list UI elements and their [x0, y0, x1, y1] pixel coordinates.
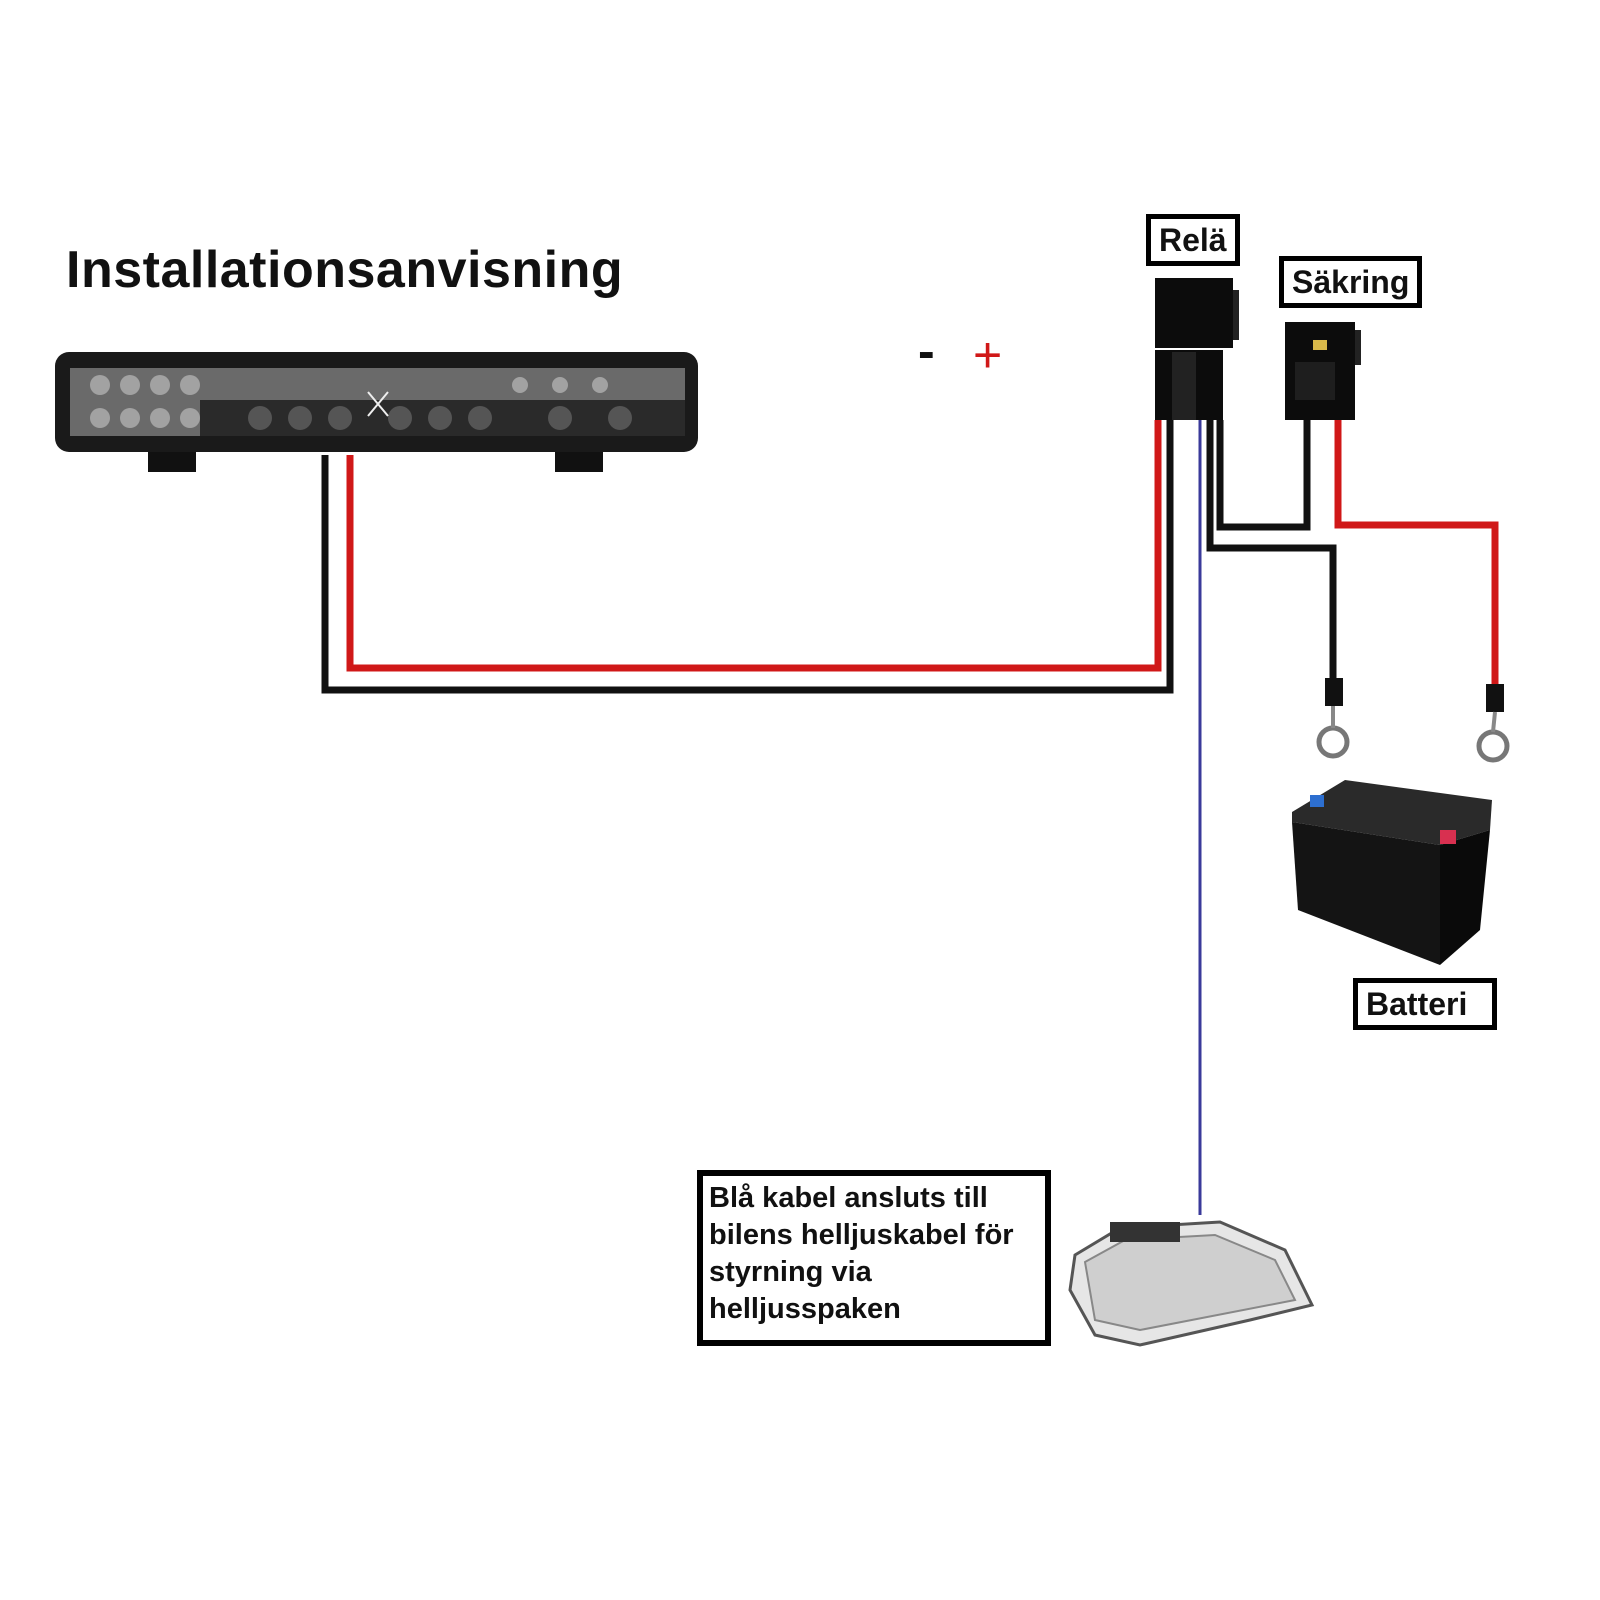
- battery-label: Batteri: [1353, 978, 1497, 1030]
- relay-icon: [1155, 278, 1239, 420]
- positive-sign: +: [973, 327, 1003, 383]
- light-bar-positive-wire: [346, 420, 1162, 672]
- blue-wire-instruction-note: Blå kabel ansluts till bilens helljuskab…: [697, 1170, 1051, 1346]
- battery-icon: [1292, 780, 1492, 965]
- fuse-label: Säkring: [1279, 256, 1423, 308]
- ring-terminal-positive: [1476, 684, 1510, 763]
- relay-to-fuse-wire: [1216, 420, 1311, 531]
- ring-terminal-negative: [1316, 678, 1350, 759]
- negative-sign: -: [918, 323, 935, 379]
- light-bar-negative-wire: [321, 420, 1174, 694]
- fuse-holder-icon: [1285, 322, 1361, 420]
- led-light-bar: [55, 352, 698, 472]
- page-title: Installationsanvisning: [66, 241, 624, 299]
- relay-label: Relä: [1146, 214, 1240, 266]
- headlight-icon: [1068, 1220, 1315, 1347]
- fuse-to-battery-positive-wire: [1334, 420, 1499, 688]
- ground-wire: [1206, 420, 1337, 685]
